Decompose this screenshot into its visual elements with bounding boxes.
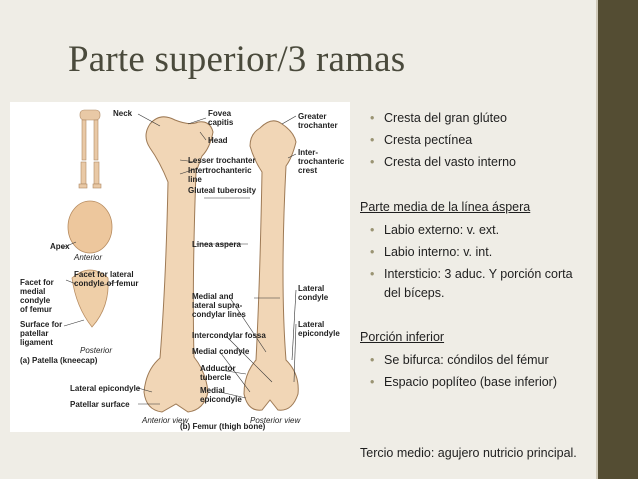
label-intercondylar-fossa: Intercondylar fossa: [192, 331, 266, 340]
caption-femur: (b) Femur (thigh bone): [180, 422, 266, 431]
heading-parte-media: Parte media de la línea áspera: [360, 200, 531, 214]
label-epicondyle2: epicondyle: [298, 329, 340, 338]
label-fovea: Fovea: [208, 109, 232, 118]
bullet-icon: •: [370, 155, 375, 169]
label-of-femur: of femur: [20, 305, 52, 314]
bullet-icon: •: [370, 111, 375, 125]
label-capitis: capitis: [208, 118, 234, 127]
bullet-icon: •: [370, 353, 375, 367]
bullet-top-2: •Cresta pectínea: [370, 133, 473, 147]
patella-anterior: [67, 200, 113, 254]
label-patellar-surface: Patellar surface: [70, 400, 130, 409]
label-medial: medial: [20, 287, 46, 296]
slide-text-content: •Cresta del gran glúteo •Cresta pectínea…: [360, 0, 600, 479]
label-trochanteric: trochanteric: [298, 157, 345, 166]
sidebar-divider: [596, 0, 598, 479]
leader-lines: [61, 113, 297, 405]
heading-porcion-inferior: Porción inferior: [360, 330, 445, 344]
mini-legs-icon: [78, 109, 102, 189]
label-condyle2: condyle: [298, 293, 329, 302]
caption-patella: (a) Patella (kneecap): [20, 356, 98, 365]
bullet-icon: •: [370, 223, 375, 237]
bullet-media-2: •Labio interno: v. int.: [370, 245, 493, 259]
label-condylar-lines: condylar lines: [192, 310, 246, 319]
label-line: line: [188, 175, 202, 184]
label-posterior-view: Posterior view: [250, 416, 301, 425]
bullet-inferior-1: •Se bifurca: cóndilos del fémur: [370, 353, 549, 367]
label-epicondyle: epicondyle: [200, 395, 242, 404]
label-lateral-supra: lateral supra-: [192, 301, 243, 310]
label-linea-aspera: Linea aspera: [192, 240, 241, 249]
label-anterior-view: Anterior view: [142, 416, 189, 425]
label-gluteal: Gluteal tuberosity: [188, 186, 257, 195]
label-neck: Neck: [113, 109, 133, 118]
label-lateral2: Lateral: [298, 320, 325, 329]
label-lateral-epicondyle: Lateral epicondyle: [70, 384, 141, 393]
label-surface-for: Surface for: [20, 320, 63, 329]
decorative-sidebar: [598, 0, 638, 479]
label-intertrochanteric: Intertrochanteric: [188, 166, 252, 175]
femur-posterior: [243, 120, 299, 411]
label-facet-lateral-2: condyle of femur: [74, 279, 139, 288]
bullet-icon: •: [370, 133, 375, 147]
label-patellar: patellar: [20, 329, 49, 338]
label-lesser-trochanter: Lesser trochanter: [188, 156, 256, 165]
bullet-top-3: •Cresta del vasto interno: [370, 155, 517, 169]
label-trochanter: trochanter: [298, 121, 338, 130]
bullet-media-3: •Intersticio: 3 aduc. Y porción corta: [370, 267, 573, 281]
label-ligament: ligament: [20, 338, 53, 347]
bullet-icon: •: [370, 375, 375, 389]
patella-posterior: [71, 269, 109, 328]
femur-drawing: [61, 109, 299, 413]
label-greater: Greater: [298, 112, 327, 121]
femur-anterior: [143, 116, 214, 413]
slide-title: Parte superior/3 ramas: [68, 39, 406, 80]
bullet-media-1: •Labio externo: v. ext.: [370, 223, 500, 237]
femur-illustration: Neck Fovea capitis Head Greater trochant…: [10, 102, 350, 432]
label-anterior: Anterior: [74, 253, 103, 262]
label-facet-lateral-1: Facet for lateral: [74, 270, 134, 279]
label-medial-condyle: Medial condyle: [192, 347, 250, 356]
label-crest: crest: [298, 166, 318, 175]
label-posterior: Posterior: [80, 346, 113, 355]
bullet-icon: •: [370, 245, 375, 259]
label-adductor: Adductor: [200, 364, 236, 373]
label-condyle: condyle: [20, 296, 51, 305]
label-medial-and: Medial and: [192, 292, 234, 301]
bullet-inferior-2: •Espacio poplíteo (base inferior): [370, 375, 558, 389]
label-head: Head: [208, 136, 228, 145]
bullet-top-1: •Cresta del gran glúteo: [370, 111, 507, 125]
label-lateral: Lateral: [298, 284, 325, 293]
bullet-media-3-continuation: del bíceps.: [384, 286, 445, 300]
label-facet-for: Facet for: [20, 278, 54, 287]
label-medial-epi: Medial: [200, 386, 225, 395]
label-apex: Apex: [50, 242, 70, 251]
label-inter: Inter-: [298, 148, 318, 157]
bullet-icon: •: [370, 267, 375, 281]
footer-text: Tercio medio: agujero nutricio principal…: [360, 446, 577, 460]
label-tubercle: tubercle: [200, 373, 232, 382]
